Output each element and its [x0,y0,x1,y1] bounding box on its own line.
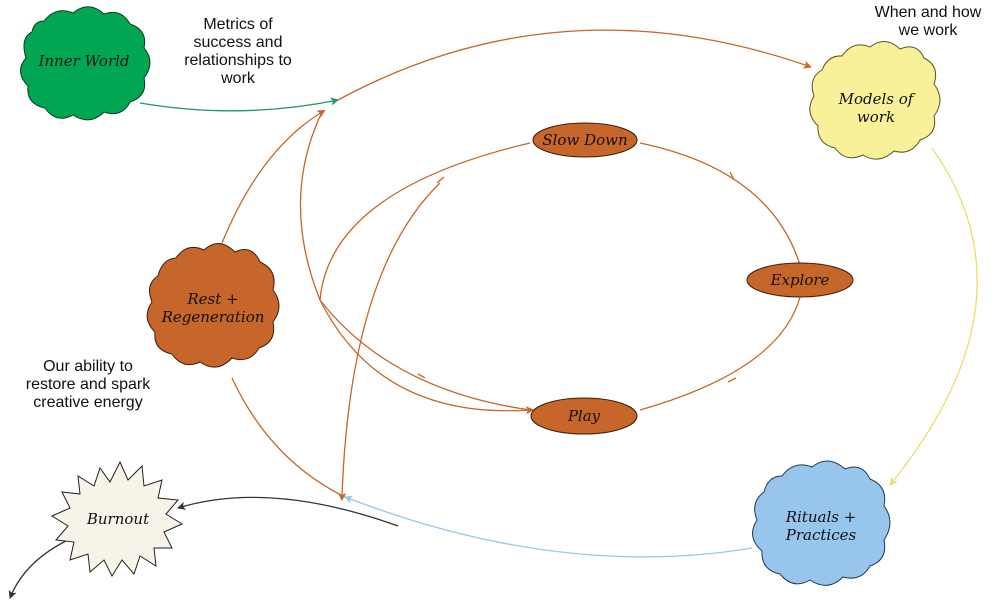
node-burnout: Burnout [50,460,184,578]
node-label: Models of [838,90,916,108]
node-slow-down: Slow Down [532,122,638,158]
annotation-line: When and how [874,4,982,21]
arrow-models-to-rituals [889,147,978,486]
cloud-shape-icon [20,6,151,121]
node-label: Inner World [37,52,129,70]
node-explore: Explore [746,262,854,298]
ellipse-shape-icon [532,122,638,158]
annotation-line: creative energy [33,394,143,411]
annotation-line: restore and spark [25,376,151,393]
arrow-burnout-out [8,537,73,599]
arrow-loop-down-to-junction [337,182,441,502]
node-play: Play [530,397,638,435]
node-label: Slow Down [542,131,627,149]
chevron-icon [417,373,426,379]
annotation-line: relationships to [184,52,292,69]
node-label: Regeneration [161,308,265,326]
node-rest-regeneration: Rest + Regeneration [146,243,280,368]
ellipse-shape-icon [746,262,854,298]
arrow-metrics-to-models [337,29,812,101]
node-label: Rituals + [785,508,857,526]
arrow-rest-to-blue-junction [231,377,346,498]
arrow-rest-to-metrics [221,109,326,244]
node-label: Burnout [86,510,150,528]
annotation-line: Metrics of [203,16,273,33]
annotation-line: Our ability to [43,358,133,375]
annotation-metrics: Metrics of success and relationships to … [168,16,308,88]
node-rituals-practices: Rituals + Practices [752,460,891,586]
node-models-of-work: Models of work [809,41,941,160]
cloud-shape-icon [752,460,891,586]
annotation-line: work [221,70,255,87]
cloud-shape-icon [146,243,280,368]
ellipse-shape-icon [530,397,638,435]
starburst-shape-icon [50,460,184,578]
arrow-big-loop-to-blue [299,111,535,415]
chevron-icon [436,176,445,184]
arrow-inner-world-to-metrics [139,97,340,112]
chevron-icon [727,377,737,383]
arrow-explore-to-play [639,296,801,411]
arrow-play-to-loop [319,142,531,411]
node-inner-world: Inner World [20,6,151,121]
node-label: Explore [770,271,830,289]
chevron-icon [729,171,735,181]
annotation-line: we work [898,22,958,39]
node-label: work [857,108,895,126]
arrow-rituals-to-junction [344,495,753,558]
annotation-when-how: When and how we work [868,4,988,40]
arrow-slow-down-to-explore [639,142,801,266]
node-label: Practices [785,526,857,544]
node-label: Rest + [186,290,238,308]
arrow-to-burnout [177,496,399,527]
annotation-line: success and [193,34,283,51]
cloud-shape-icon [809,41,941,160]
node-label: Play [567,407,601,425]
annotation-ability: Our ability to restore and spark creativ… [18,358,158,412]
